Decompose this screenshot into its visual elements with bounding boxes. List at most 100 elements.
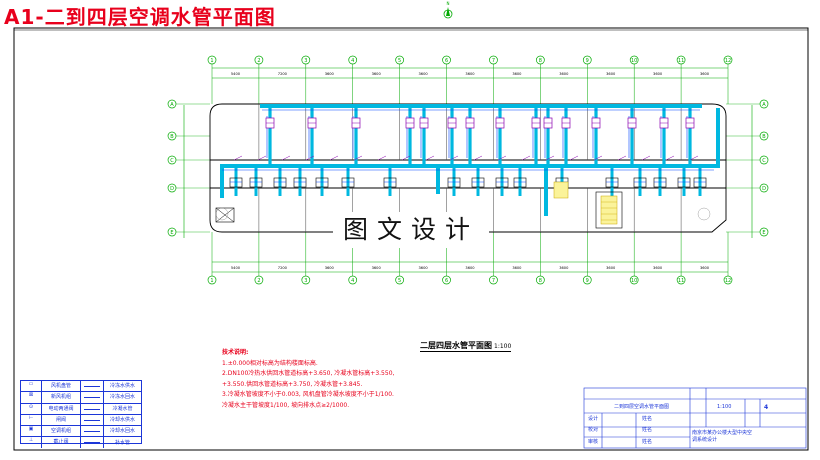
grid-top-label: 6 [445, 58, 448, 64]
title-block-row-code: 姓名 [642, 439, 653, 445]
legend-line-icon [81, 437, 104, 448]
grid-side-label: A [170, 102, 174, 108]
grid-bottom-bubble [348, 275, 358, 285]
grid-top-label: 1 [210, 58, 213, 64]
fan-coil-unit [693, 177, 707, 188]
grid-side-bubble [167, 183, 177, 193]
grid-bottom-label: 8 [539, 278, 542, 284]
grid-side-bubble [759, 99, 769, 109]
dimension-value: 5400 [231, 266, 241, 270]
notes-line: +3.550.供回水管道标高+3.750, 冷凝水管+3.845. [222, 380, 363, 388]
title-block-project: 南京市某办公楼大型中央空调系统设计 [692, 430, 753, 443]
legend-symbol: ⊢ [21, 414, 42, 426]
annotation-mark [329, 155, 339, 161]
grid-side-label: B [170, 134, 174, 140]
legend-line-icon [81, 426, 104, 437]
legend-name-2: 冷却水供水 [109, 417, 135, 424]
dimension-value: 3600 [606, 72, 616, 76]
grid-bottom-bubble [442, 275, 451, 285]
dimension-value: 3600 [325, 72, 335, 76]
grid-side-bubble [167, 99, 177, 109]
annotation-mark [353, 155, 363, 161]
dimension-value: 3600 [325, 266, 335, 270]
annotation-mark [521, 155, 531, 161]
fan-coil-unit [341, 177, 355, 188]
legend-line-icon [81, 392, 104, 403]
grid-side-bubble [759, 227, 769, 237]
grid-bottom-label: 6 [445, 278, 448, 284]
grid-bottom-bubble [582, 275, 592, 285]
dimension-value: 3600 [465, 72, 475, 76]
legend-row: ⊙ 电动两通阀 冷凝水管 [21, 403, 141, 415]
main-pipe [220, 104, 720, 216]
annotation-mark [305, 155, 315, 161]
grid-top-label: 5 [398, 58, 401, 64]
title-block-drawing-name: 二到四层空调水管平面图 [614, 404, 670, 410]
title-block-scale: 1:100 [717, 404, 732, 410]
fan-coil-unit [513, 177, 527, 188]
grid-bottom-bubble [254, 275, 264, 285]
annotation-mark [545, 155, 555, 161]
grid-side-bubble [759, 183, 769, 193]
legend-symbol: ⊠ [21, 392, 42, 403]
legend-symbol: ⊙ [21, 403, 42, 414]
dimension-value: 3600 [512, 72, 522, 76]
fan-coil-unit [471, 177, 485, 188]
grid-side-label: B [762, 134, 766, 140]
legend-symbol: ▣ [21, 426, 42, 437]
dimension-value: 3600 [559, 72, 569, 76]
watermark: 图文设计 [333, 212, 489, 248]
fan-coil-unit [677, 177, 691, 188]
legend-name: 截止阀 [42, 437, 81, 448]
legend-row: ⊠ 新风机组 冷冻水回水 [21, 392, 141, 404]
title-block-row-code: 姓名 [642, 416, 653, 422]
dimension-value: 3600 [372, 72, 382, 76]
legend-line-icon [81, 381, 104, 392]
title-block-sheet-no: 4 [764, 404, 769, 411]
dimension-value: 3600 [653, 266, 663, 270]
fan-coil-unit [383, 177, 397, 188]
grid-top-bubble [348, 55, 358, 65]
plan-scale: 1:100 [494, 343, 512, 350]
dimension-value: 3600 [700, 266, 710, 270]
fan-coil-unit [605, 177, 619, 188]
grid-bottom-label: 10 [631, 278, 637, 284]
grid-bottom-label: 4 [351, 278, 354, 284]
legend-name: 电动两通阀 [42, 403, 81, 414]
grid-bottom-label: 11 [678, 278, 684, 284]
grid-top-bubble [207, 55, 217, 65]
grid-top-bubble [723, 55, 733, 65]
grid-side-bubble [167, 131, 177, 141]
legend-line-icon [81, 403, 104, 414]
dimension-value: 3600 [465, 266, 475, 270]
sheet-frame [13, 27, 809, 451]
legend-line-icon [81, 414, 104, 426]
round-column-left [215, 207, 229, 221]
grid-bottom-bubble [536, 275, 545, 285]
annotation-mark [449, 155, 459, 161]
legend-name-2: 补水管 [114, 439, 130, 446]
grid-side-label: E [170, 230, 173, 236]
grid-side-bubble [759, 155, 769, 165]
grid-bottom-bubble [723, 275, 733, 285]
annotation-mark [377, 155, 387, 161]
annotation-mark [593, 155, 603, 161]
dimension-value: 7200 [278, 266, 288, 270]
grid-top-bubble [489, 55, 498, 65]
grid-bottom-bubble [207, 275, 217, 285]
dimension-bottom [212, 261, 728, 273]
grid-side-label: E [762, 230, 765, 236]
legend-name-2: 冷凝水管 [112, 405, 133, 412]
title-block-row-code: 姓名 [642, 427, 653, 433]
dimension-value: 3600 [700, 72, 710, 76]
legend-name: 闸阀 [42, 414, 81, 426]
grid-side-label: D [762, 186, 766, 192]
grid-side-label: A [762, 102, 766, 108]
shaft-zone [553, 181, 569, 199]
annotation-mark [281, 155, 291, 161]
plan-caption-text: 二层四层水管平面图 [420, 341, 492, 350]
grid-top-label: 4 [351, 58, 354, 64]
